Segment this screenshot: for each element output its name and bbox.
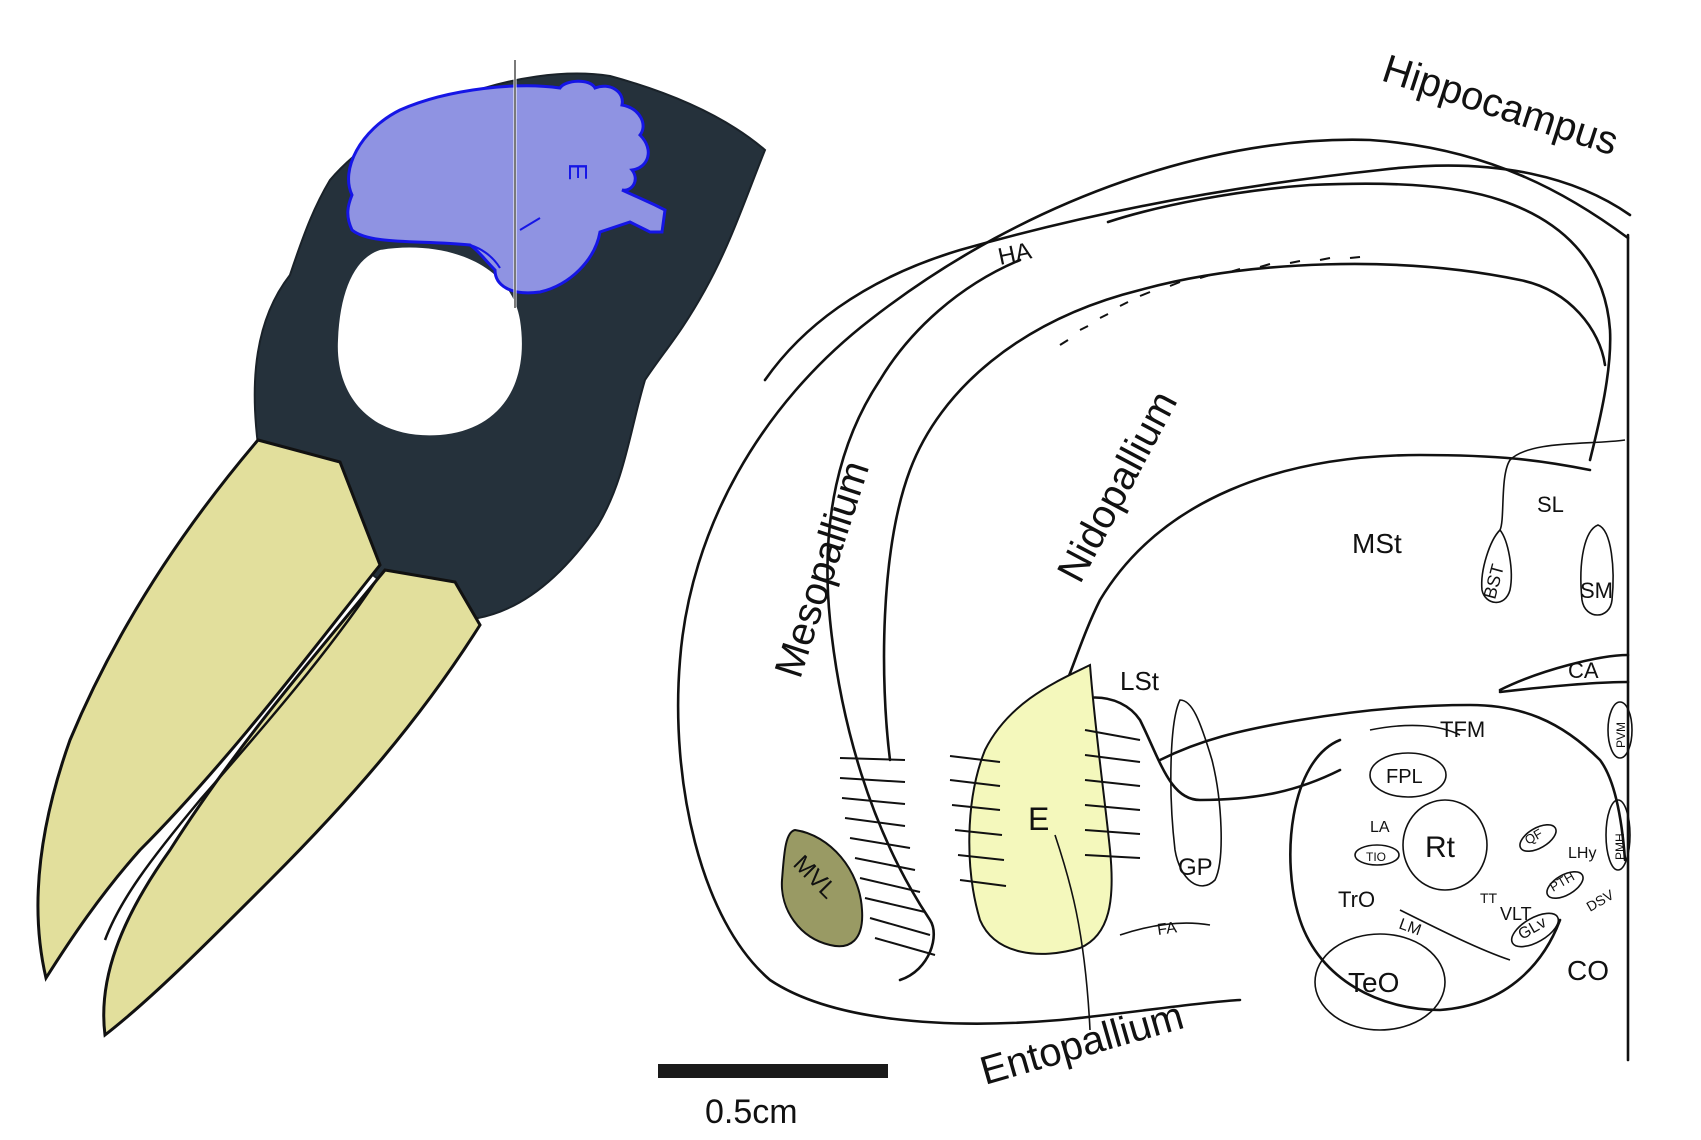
- label-entopallium: Entopallium: [975, 994, 1188, 1094]
- label-mesopallium: Mesopallium: [767, 456, 878, 683]
- qf-nucleus: [1519, 823, 1557, 853]
- ca-commissure: [1498, 653, 1630, 694]
- pmh-nucleus: [1605, 799, 1631, 871]
- label-pvm: PVM: [1614, 722, 1628, 748]
- scale-bar-label: 0.5cm: [705, 1093, 798, 1131]
- mvl-region: [780, 828, 864, 948]
- ha-boundary: [1106, 182, 1612, 462]
- label-dsv: DSV: [1584, 886, 1618, 915]
- label-sm: SM: [1580, 578, 1613, 603]
- tfm-tract: [1369, 724, 1461, 736]
- label-co: CO: [1567, 955, 1609, 986]
- label-e: E: [1028, 801, 1049, 837]
- brain-fold-line: [469, 217, 541, 269]
- label-lhy: LHy: [1568, 845, 1596, 862]
- striatum-boundary: [1048, 453, 1592, 722]
- tio-nucleus: [1354, 844, 1400, 866]
- label-fa: FA: [1156, 919, 1178, 939]
- outer-pallium-outline: [676, 138, 1630, 1025]
- label-pmh: PMH: [1613, 833, 1627, 860]
- head-e-label: E: [563, 163, 593, 180]
- coronal-section-diagram: Hippocampus Mesopallium Nidopallium Ento…: [658, 47, 1633, 1131]
- label-tt: TT: [1480, 890, 1498, 906]
- pth-nucleus: [1546, 870, 1584, 900]
- fpl-nucleus: [1369, 752, 1447, 798]
- sl-boundary: [1499, 439, 1626, 531]
- label-mst: MSt: [1352, 528, 1402, 559]
- mesopallium-inner-boundary: [826, 258, 1022, 982]
- entopallium-region: [968, 663, 1113, 955]
- diencephalon-boundary: [1158, 703, 1627, 862]
- label-teo: TeO: [1348, 967, 1399, 998]
- label-lst: LSt: [1120, 666, 1160, 696]
- label-hippocampus: Hippocampus: [1377, 47, 1623, 164]
- label-tro: TrO: [1338, 887, 1375, 912]
- hippocampus-boundary: [763, 164, 1632, 382]
- eye-socket: [337, 247, 522, 436]
- label-nidopallium: Nidopallium: [1049, 384, 1186, 589]
- fa-tract: [1119, 922, 1211, 936]
- fiber-lines: [839, 729, 1141, 956]
- nidopallium-upper-boundary: [882, 262, 1607, 762]
- scale-bar: [658, 1064, 888, 1078]
- bird-head-illustration: E: [36, 60, 767, 1038]
- label-qf: QF: [1522, 826, 1545, 848]
- lm-tract: [1399, 909, 1511, 961]
- entopallium-pointer: [1054, 834, 1091, 1031]
- label-fpl: FPL: [1386, 766, 1423, 788]
- label-ca: CA: [1568, 658, 1599, 683]
- bst-nucleus: [1480, 528, 1513, 604]
- lower-beak: [102, 568, 482, 1038]
- label-sl: SL: [1537, 492, 1564, 517]
- gp-nucleus: [1170, 699, 1222, 887]
- rt-nucleus: [1402, 799, 1488, 891]
- tectum-outline: [1289, 738, 1562, 1012]
- upper-beak: [36, 438, 382, 982]
- pvm-nucleus: [1607, 701, 1633, 759]
- glv-nucleus: [1510, 912, 1560, 948]
- label-tfm: TFM: [1440, 717, 1485, 742]
- beak-gap: [103, 577, 380, 941]
- label-vlt: VLT: [1500, 904, 1532, 924]
- brain-outline: [346, 79, 667, 295]
- label-rt: Rt: [1425, 831, 1456, 864]
- label-la: LA: [1370, 819, 1390, 836]
- lamina-dashes: [1059, 256, 1361, 346]
- label-ha: HA: [996, 238, 1034, 271]
- sm-nucleus: [1580, 524, 1614, 616]
- label-gp: GP: [1178, 854, 1213, 881]
- teo-nucleus: [1314, 933, 1446, 1031]
- lst-boundary: [1048, 696, 1342, 802]
- label-lm: LM: [1397, 916, 1424, 940]
- label-tio: TIO: [1366, 850, 1386, 864]
